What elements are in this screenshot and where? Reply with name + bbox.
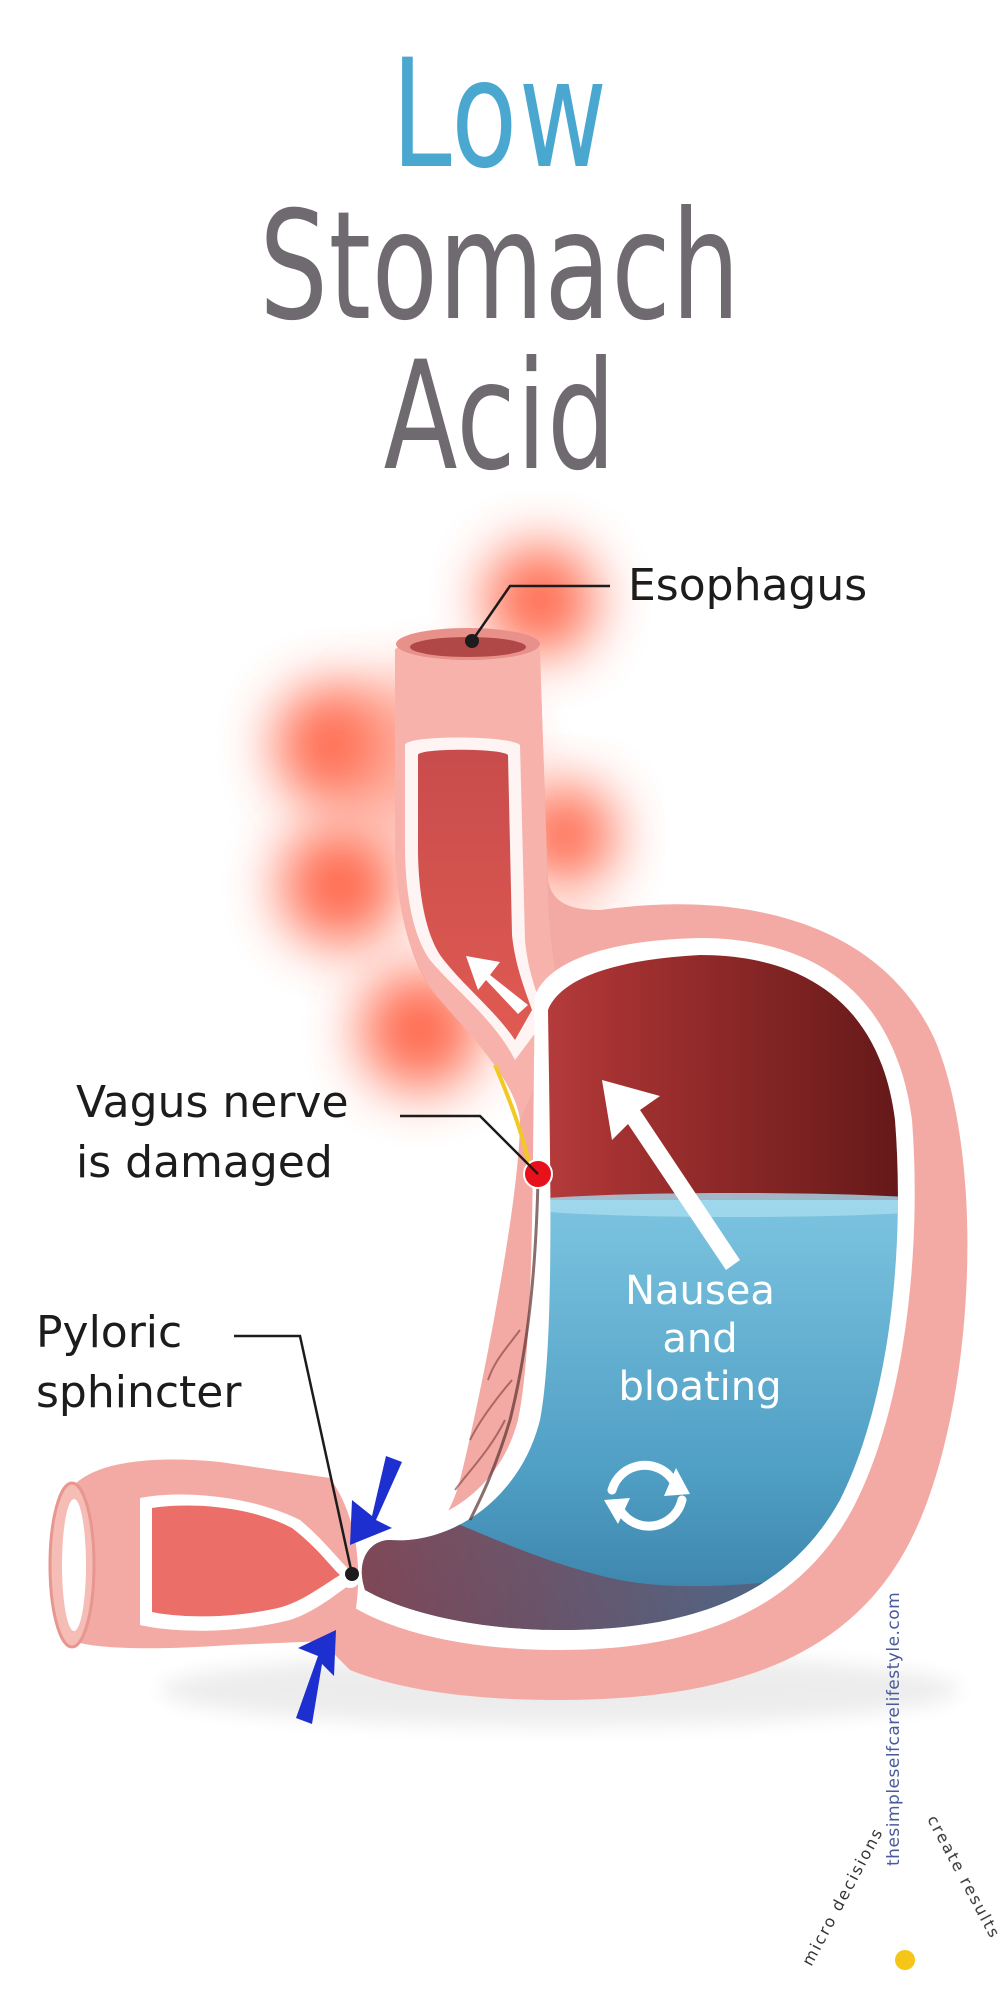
title-low: Low [391, 28, 609, 202]
esophagus-interior [418, 749, 532, 1040]
watermark-badge [895, 1950, 915, 1970]
duodenum-interior [152, 1505, 340, 1617]
watermark-site: thesimpleselfcarelifestyle.com [884, 1591, 904, 1866]
recycle-icon [604, 1460, 690, 1531]
label-pyloric-line1: Pyloric [36, 1307, 183, 1358]
page-title: Low Stomach Acid [0, 40, 1000, 492]
vagus-nerve-branch [468, 1179, 540, 1521]
label-pyloric-line2: sphincter [36, 1367, 242, 1418]
esophagus-lumen [410, 637, 526, 657]
pyloric-compression-arrows [296, 1456, 402, 1724]
sun-icon [895, 1950, 915, 1970]
label-nausea-line1: Nausea [625, 1268, 775, 1314]
leader-lines [234, 584, 610, 1575]
reflux-arrows [466, 956, 740, 1270]
label-esophagus: Esophagus [628, 560, 868, 611]
label-vagus-line1: Vagus nerve [76, 1077, 349, 1128]
title-stomach-acid: Stomach Acid [259, 180, 741, 504]
label-nausea-line3: bloating [618, 1364, 782, 1410]
fluid-surface [505, 1193, 898, 1217]
label-vagus-line2: is damaged [76, 1137, 333, 1188]
vagus-nerve [493, 1064, 532, 1171]
label-nausea-line2: and [662, 1316, 738, 1362]
